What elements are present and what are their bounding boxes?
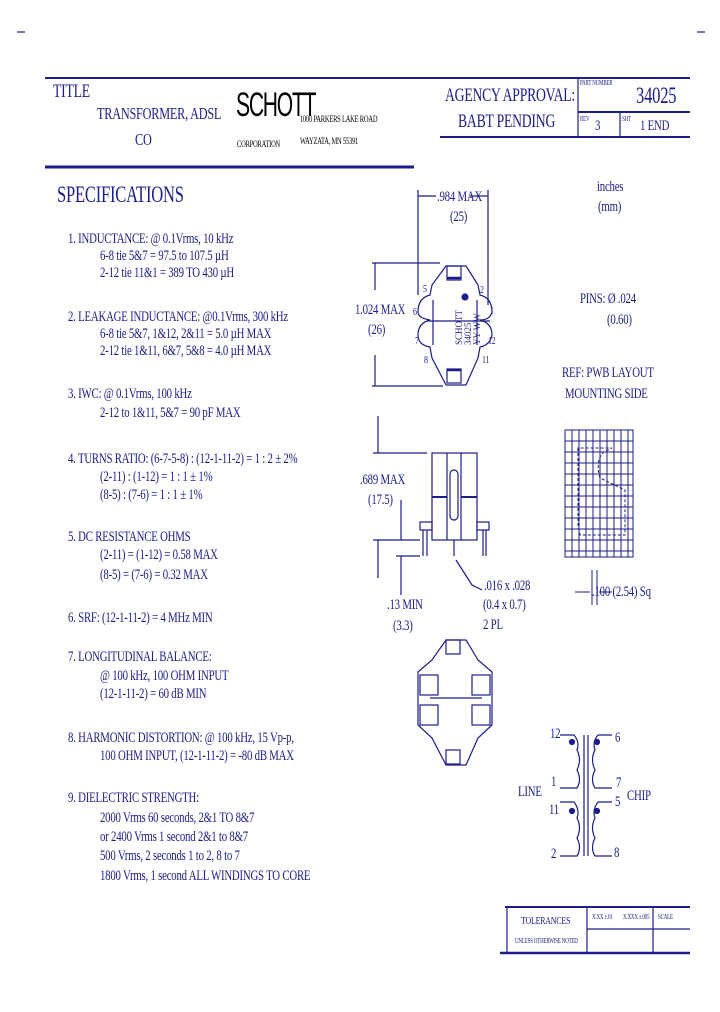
grid-dimension: .100 (2.54) Sq: [592, 584, 651, 600]
agency-line-2: BABT PENDING: [458, 111, 556, 132]
pin-number-label: 7: [415, 335, 419, 347]
spec-item-title: 9. DIELECTRIC STRENGTH:: [68, 790, 199, 806]
spec-item-line: 6-8 tie 5&7, 1&12, 2&11 = 5.0 µH MAX: [100, 326, 272, 342]
tolerance-heading: TOLERANCES: [521, 915, 571, 927]
tolerance-sub: UNLESS OTHERWISE NOTED: [515, 937, 578, 945]
pins-note-mm: (0.60): [607, 312, 632, 328]
title-line-1: TRANSFORMER, ADSL: [97, 104, 222, 123]
spec-item-line: @ 100 kHz, 100 OHM INPUT: [100, 668, 229, 684]
rev-value: 3: [595, 118, 601, 134]
spec-item-title: 7. LONGITUDINAL BALANCE:: [68, 649, 212, 665]
schematic-drawing: [560, 734, 612, 857]
part-number-label: PART NUMBER: [580, 79, 613, 87]
pin-number-label: 2: [480, 284, 484, 296]
spec-item-line: 6-8 tie 5&7 = 97.5 to 107.5 µH: [100, 248, 229, 264]
title-line-2: CO: [135, 130, 152, 149]
sheet-label: SHT: [622, 115, 631, 123]
spec-item-line: (2-11) : (1-12) = 1 : 1 ± 1%: [100, 469, 213, 485]
standoff-dimension-mm: (3.3): [393, 618, 413, 634]
pwb-layout-grid: [564, 429, 634, 605]
schematic-pin-8: 8: [614, 845, 620, 861]
schematic-pin-7: 7: [616, 775, 622, 791]
spec-item-line: 2-12 tie 11&1 = 389 TO 430 µH: [100, 265, 234, 281]
spec-item-line: (12-1-11-2) = 60 dB MIN: [100, 686, 207, 702]
spec-item-line: 2-12 tie 1&11, 6&7, 5&8 = 4.0 µH MAX: [100, 343, 272, 359]
schematic-pin-1: 1: [551, 774, 557, 790]
ref-line-2: MOUNTING SIDE: [565, 386, 648, 402]
pin-number-label: 6: [413, 306, 417, 318]
spec-item-title: 1. INDUCTANCE: @ 0.1Vrms, 10 kHz: [68, 231, 234, 247]
length-dimension: 1.024 MAX: [355, 302, 406, 318]
pin-number-label: 8: [424, 354, 428, 366]
bottom-view-drawing: [417, 639, 493, 766]
standoff-dimension: .13 MIN: [387, 597, 423, 613]
title-label: TITLE: [53, 81, 90, 102]
height-dimension-mm: (17.5): [368, 492, 393, 508]
pins-note: PINS: Ø .024: [580, 291, 636, 307]
spec-item-title: 2. LEAKAGE INDUCTANCE: @0.1Vrms, 300 kHz: [68, 309, 288, 325]
spec-item-line: (8-5) : (7-6) = 1 : 1 ± 1%: [100, 487, 203, 503]
pin-number-label: 12: [488, 335, 496, 347]
tolerance-col-1: X.XX ±.01: [592, 913, 613, 921]
units-mm: (mm): [598, 199, 622, 215]
address-line-2: WAYZATA, MN 55391: [300, 136, 359, 146]
spec-item-line: (2-11) = (1-12) = 0.58 MAX: [100, 547, 218, 563]
pin-number-label: 5: [423, 283, 427, 295]
spec-item-line: 2000 Vrms 60 seconds, 2&1 TO 8&7: [100, 810, 255, 826]
spec-item-title: 8. HARMONIC DISTORTION: @ 100 kHz, 15 Vp…: [68, 730, 294, 746]
schematic-pin-12: 12: [550, 726, 561, 742]
spec-item-line: 2-12 to 1&11, 5&7 = 90 pF MAX: [100, 405, 241, 421]
address-line-1: 1000 PARKERS LAKE ROAD: [300, 114, 378, 124]
agency-line-1: AGENCY APPROVAL:: [445, 85, 575, 106]
length-dimension-mm: (26): [368, 322, 386, 338]
part-marking-line: YY WW: [472, 313, 482, 345]
rev-label: REV: [580, 115, 590, 123]
schematic-line-label: LINE: [518, 784, 542, 800]
spec-item-title: 6. SRF: (12-1-11-2) = 4 MHz MIN: [68, 610, 213, 626]
pin-number-label: 11: [482, 354, 490, 366]
schematic-pin-6: 6: [615, 730, 621, 746]
specifications-heading: SPECIFICATIONS: [57, 182, 184, 207]
top-view-drawing: [372, 190, 493, 387]
tolerance-frame: [500, 906, 690, 955]
ref-line-1: REF: PWB LAYOUT: [562, 365, 654, 381]
side-view-drawing: [373, 416, 490, 595]
schematic-pin-5: 5: [615, 794, 621, 810]
width-dimension-mm: (25): [450, 209, 468, 225]
spec-item-line: (8-5) = (7-6) = 0.32 MAX: [100, 567, 208, 583]
company-sub: CORPORATION: [237, 139, 280, 149]
pin-dimension-mm: (0.4 x 0.7): [483, 597, 526, 613]
schematic-pin-2: 2: [551, 846, 557, 862]
width-dimension: .984 MAX: [437, 189, 483, 205]
sheet-value: 1 END: [640, 118, 670, 134]
spec-item-line: 500 Vrms, 2 seconds 1 to 2, 8 to 7: [100, 848, 240, 864]
schematic-pin-11: 11: [549, 802, 559, 818]
spec-item-line: 100 OHM INPUT, (12-1-11-2) = -80 dB MAX: [100, 748, 294, 764]
company-logo: SCHOTT: [236, 86, 316, 124]
tolerance-col-2: X.XXX ±.005: [623, 913, 650, 921]
scale-label: SCALE: [658, 913, 673, 921]
units-inches: inches: [597, 179, 624, 195]
spec-item-title: 5. DC RESISTANCE OHMS: [68, 529, 191, 545]
part-number: 34025: [636, 83, 677, 108]
schematic-chip-label: CHIP: [627, 788, 651, 804]
spec-item-title: 4. TURNS RATIO: (6-7-5-8) : (12-1-11-2) …: [68, 451, 298, 467]
pin-quantity: 2 PL: [483, 617, 503, 633]
pin-number-label: 1: [490, 305, 494, 317]
spec-item-title: 3. IWC: @ 0.1Vrms, 100 kHz: [68, 386, 192, 402]
height-dimension: .689 MAX: [360, 472, 406, 488]
spec-item-line: 1800 Vrms, 1 second ALL WINDINGS TO CORE: [100, 868, 311, 884]
title-block-frame: [45, 77, 690, 169]
pin-dimension: .016 x .028: [484, 578, 531, 594]
spec-item-line: or 2400 Vrms 1 second 2&1 to 8&7: [100, 829, 248, 845]
